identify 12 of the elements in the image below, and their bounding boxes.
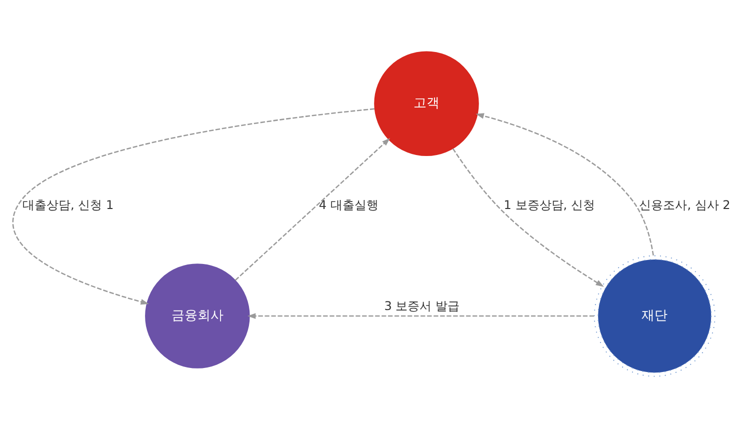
arrow: [452, 148, 604, 286]
node-circle: 고객: [374, 50, 479, 156]
edge-label: 대출상담, 신청 1: [22, 197, 114, 212]
arrow: [12, 108, 375, 304]
arrow: [476, 112, 654, 256]
arrow: [234, 138, 390, 280]
edge-label: 신용조사, 심사 2: [639, 197, 730, 212]
edge-label: 3 보증서 발급: [384, 298, 460, 312]
node-circle: 금융회사: [145, 263, 250, 368]
edge-label: 4 대출실행: [318, 197, 378, 212]
arrow: [247, 312, 594, 318]
edge-label: 1 보증상담, 신청: [504, 197, 595, 212]
